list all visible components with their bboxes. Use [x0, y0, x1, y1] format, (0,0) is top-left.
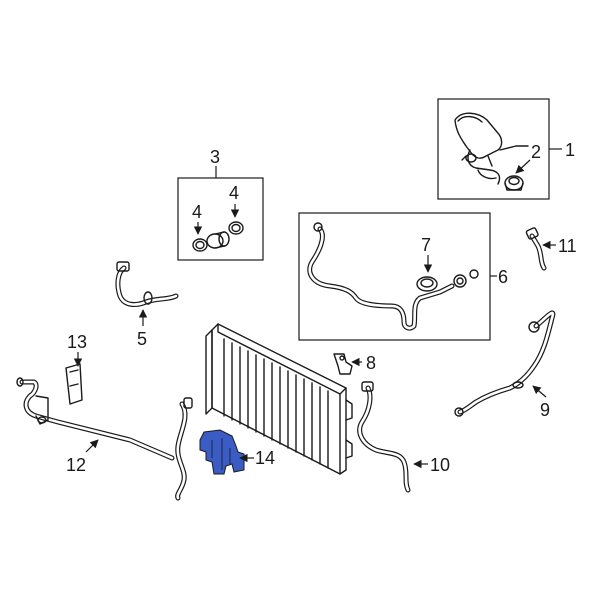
callout-6: 6 — [498, 267, 508, 287]
part-6-box — [298, 212, 491, 341]
leader-12 — [85, 439, 99, 453]
leader-9 — [532, 385, 547, 398]
part-14-bracket-highlighted — [199, 429, 254, 475]
part-2-cap-drawing — [504, 175, 524, 191]
part-13-bracket — [65, 352, 83, 405]
callout-4a: 4 — [192, 202, 202, 222]
callout-5: 5 — [137, 329, 147, 349]
filler-neck-drawing — [454, 112, 529, 185]
callout-2: 2 — [531, 142, 541, 162]
callout-13: 13 — [67, 332, 87, 352]
part-4-clamp-right — [228, 221, 244, 235]
callout-3: 3 — [210, 147, 220, 167]
callout-7: 7 — [421, 235, 431, 255]
part-7-clamp — [416, 276, 438, 292]
callout-10: 10 — [430, 455, 450, 475]
callout-1: 1 — [565, 140, 575, 160]
part-5-hose — [115, 261, 179, 326]
callout-4b: 4 — [229, 183, 239, 203]
callout-9: 9 — [540, 400, 550, 420]
part-12-tube — [16, 377, 193, 501]
part-4-clamp-left — [192, 238, 208, 252]
part-9-hose — [454, 310, 556, 417]
callout-12: 12 — [66, 455, 86, 475]
part-6-hose-drawing — [307, 222, 479, 331]
part-10-hose — [357, 381, 428, 493]
callout-8: 8 — [366, 353, 376, 373]
radiator-core — [205, 323, 353, 475]
part-3-connector-kit-group — [177, 166, 264, 261]
part-3-box — [177, 177, 264, 261]
radiator-fins — [223, 338, 329, 469]
part-6-hose-group — [298, 212, 497, 341]
part-11-fitting — [525, 227, 556, 271]
leader-2 — [515, 159, 531, 174]
part-8-bracket — [333, 353, 362, 375]
connector-body — [206, 231, 230, 249]
part-1-filler-neck-group — [437, 98, 562, 200]
callout-14: 14 — [255, 448, 275, 468]
callout-11: 11 — [558, 236, 577, 256]
